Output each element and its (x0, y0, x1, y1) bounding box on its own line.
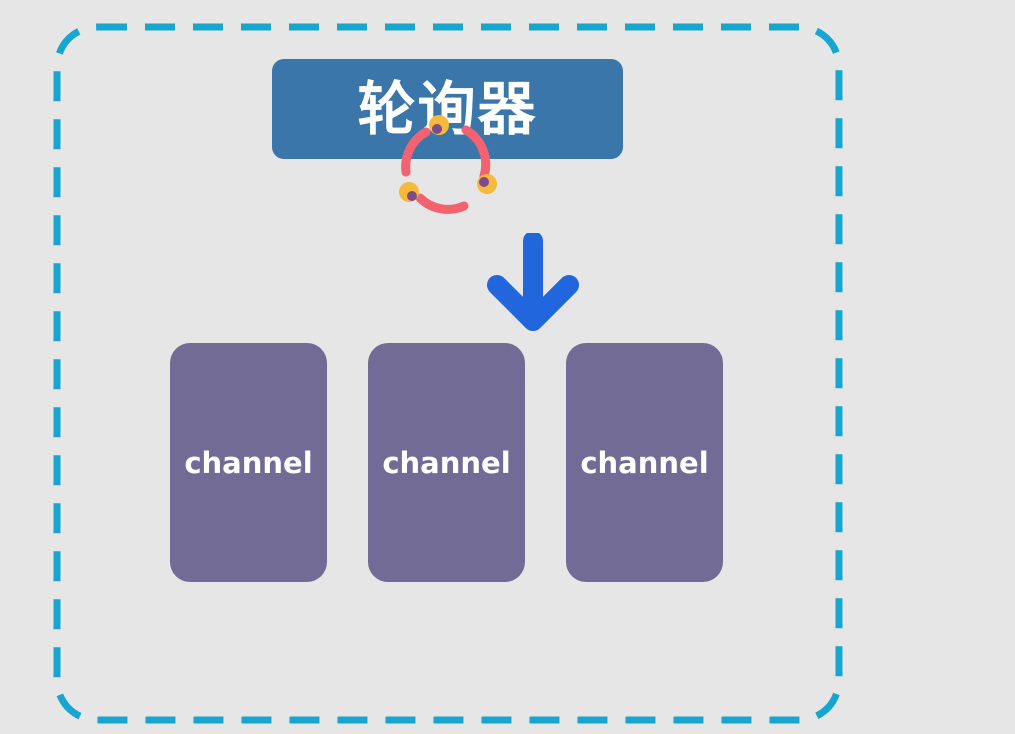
arrow-down-icon (487, 233, 579, 331)
channel-box-3: channel (566, 343, 723, 582)
channel-box-1: channel (170, 343, 327, 582)
channel-label: channel (382, 445, 511, 480)
circular-refresh-icon (399, 115, 497, 214)
channel-label: channel (184, 445, 313, 480)
channel-box-2: channel (368, 343, 525, 582)
channel-label: channel (580, 445, 709, 480)
poller-title-box: 轮询器 (272, 59, 623, 159)
